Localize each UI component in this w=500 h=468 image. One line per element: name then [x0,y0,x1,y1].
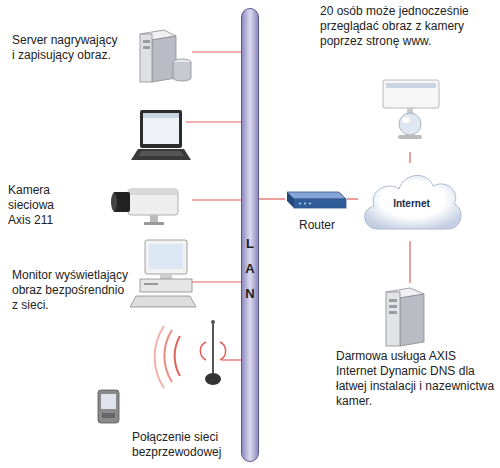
router-icon-part [304,203,306,205]
viewer-icon-part [402,117,410,123]
laptop-icon-part [143,113,179,144]
viewer-icon-part [398,135,422,139]
workstation-icon [130,240,196,307]
viewer-icon-part [383,80,439,108]
wireless-icon-part [220,342,226,360]
internet-cloud: Internet [358,163,465,241]
router-icon-part [294,199,346,208]
dns-server-icon-part [400,294,424,346]
workstation-icon-part [130,296,196,307]
node-label: Server nagrywający i zapisujący obraz. [12,33,120,63]
viewer-node: 20 osób może jednocześnie przeglądać obr… [315,2,490,152]
node-label: Internet [358,196,465,211]
server-node: Server nagrywający i zapisujący obraz. [10,30,192,86]
laptop-icon [131,110,191,160]
server-icon [140,30,191,82]
wireless-icon-part [211,320,215,324]
workstation-icon-part [149,244,183,269]
viewer-icon-part [386,83,436,88]
network-wire [186,121,241,122]
laptop-icon-part [140,110,182,148]
router-node: Router [285,190,347,236]
node-label: Połączenie sieci bezprzewodowej [132,430,232,460]
workstation-icon-part [145,240,187,274]
wireless-icon-part [102,413,115,418]
camera-icon-part [128,189,178,195]
network-link [347,198,358,199]
wireless-icon-part [200,342,206,360]
router-icon-part [309,203,311,205]
viewer-icon [383,80,439,139]
wireless-icon-part [164,330,172,382]
laptop-icon-part [138,151,184,156]
wireless-icon-part [101,394,116,409]
camera-node: Kamera sieciowa Axis 211 [8,180,192,230]
wireless-icon-part [175,336,180,376]
node-label: Darmowa usługa AXIS Internet Dynamic DNS… [336,349,496,409]
laptop-icon-part [143,113,179,118]
dns-server-node: Darmowa usługa AXIS Internet Dynamic DNS… [330,283,498,463]
wireless-icon-part [98,390,119,423]
node-label: Kamera sieciowa Axis 211 [8,183,70,228]
network-link [409,152,410,163]
dns-server-icon-part [389,311,397,314]
workstation-icon-part [140,279,192,292]
server-icon-part [143,46,150,49]
workstation-node: Monitor wyświetlający obraz bezpośrendni… [12,238,192,314]
node-label: L A N [244,231,256,306]
network-link [192,281,241,282]
node-label: 20 osób może jednocześnie przeglądać obr… [320,4,488,49]
dns-server-icon [386,288,424,346]
dns-server-icon-part [386,292,400,346]
router-icon [287,192,346,208]
server-icon-part [143,40,150,43]
laptop-icon-part [131,149,191,160]
wireless-icon-part [205,373,221,385]
server-icon-part [152,36,176,82]
wireless-icon-part [212,322,214,374]
network-link [409,241,410,283]
node-label: Monitor wyświetlający obraz bezpośrendni… [12,268,130,313]
camera-icon-part [111,193,117,211]
workstation-icon-part [144,283,158,285]
router-icon-part [299,203,301,205]
network-link [192,199,241,200]
router-icon-part [287,192,346,199]
camera-icon-part [144,222,164,225]
lan-bus: L A N [241,8,259,462]
dns-server-icon-part [389,305,397,308]
wireless-icon-part [155,326,164,388]
server-icon-part [140,34,152,82]
camera-icon-part [128,189,178,215]
viewer-icon-part [399,113,421,135]
network-link [222,359,241,360]
dns-server-icon-part [389,299,397,302]
network-link [192,51,241,52]
network-link [259,198,285,199]
camera-icon [111,189,178,225]
wireless-icon [98,320,226,423]
router-icon-part [287,192,294,208]
node-label: Router [299,218,345,233]
server-icon-part [173,62,191,81]
workstation-icon-part [160,274,172,279]
wireless-node: Połączenie sieci bezprzewodowej [95,318,222,466]
camera-icon-part [150,215,158,223]
